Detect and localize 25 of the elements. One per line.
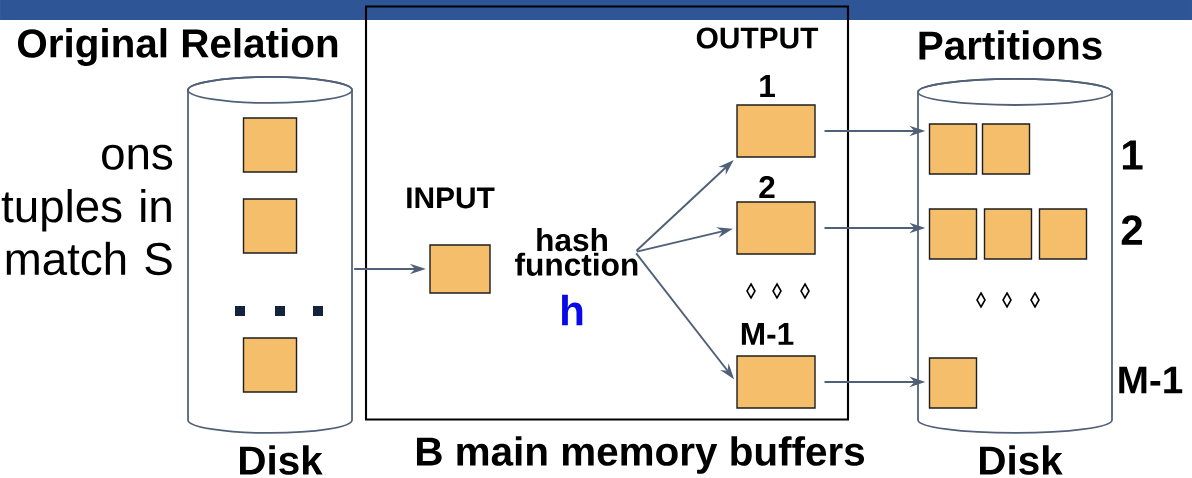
partition-number: M-1 [1119,366,1183,394]
node-label: Disk [240,445,323,475]
page-block [983,208,1033,260]
heading: Original Relation [18,28,338,66]
function-symbol: h [562,294,583,326]
node-label: B main memory buffers [417,436,865,474]
partition-number: 1 [1122,140,1143,170]
partition-number: 2 [1121,215,1143,245]
page-block [242,117,298,173]
node-label: Disk [980,445,1063,475]
buffer-label: 2 [759,175,775,199]
column-heading: OUTPUT [696,27,819,49]
buffer-label: M-1 [741,323,794,345]
page-block [928,123,978,175]
heading: Partitions [919,30,1102,60]
page-block [928,208,978,260]
page-block [242,198,298,254]
page-block [1038,208,1088,260]
buffer-label: INPUT [407,187,495,209]
function-label: hash function [515,228,638,276]
page-block [981,123,1031,175]
side-note: ons tuples in match S [1,144,173,276]
page-block [242,337,298,393]
page-block [928,357,978,409]
buffer-label: 1 [760,75,775,97]
